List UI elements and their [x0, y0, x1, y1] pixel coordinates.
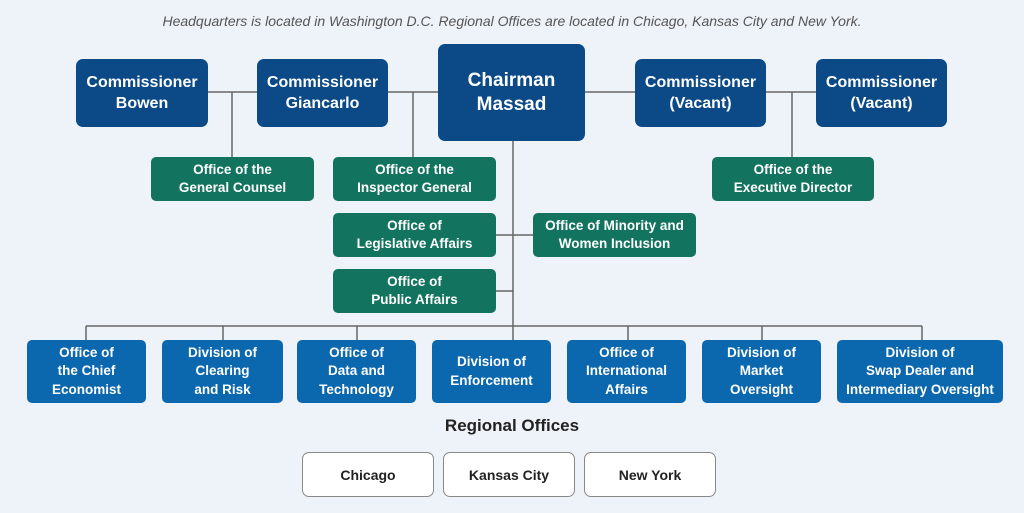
chairman-massad: Chairman Massad — [438, 44, 585, 141]
commissioner-vacant-2: Commissioner (Vacant) — [816, 59, 947, 127]
regional-offices-heading: Regional Offices — [444, 416, 580, 435]
division-data-technology: Office of Data and Technology — [297, 340, 416, 403]
division-market-oversight: Division of Market Oversight — [702, 340, 821, 403]
office-executive-director: Office of the Executive Director — [712, 157, 874, 201]
commissioner-giancarlo: Commissioner Giancarlo — [257, 59, 388, 127]
office-general-counsel: Office of the General Counsel — [151, 157, 314, 201]
commissioner-bowen: Commissioner Bowen — [76, 59, 208, 127]
office-inspector-general: Office of the Inspector General — [333, 157, 496, 201]
division-clearing-risk: Division of Clearing and Risk — [162, 340, 283, 403]
division-enforcement: Division of Enforcement — [432, 340, 551, 403]
regional-office-new-york: New York — [584, 452, 716, 497]
division-chief-economist: Office of the Chief Economist — [27, 340, 146, 403]
commissioner-vacant-1: Commissioner (Vacant) — [635, 59, 766, 127]
regional-office-kansas-city: Kansas City — [443, 452, 575, 497]
office-public-affairs: Office of Public Affairs — [333, 269, 496, 313]
headquarters-note: Headquarters is located in Washington D.… — [162, 13, 862, 29]
division-international-affairs: Office of International Affairs — [567, 340, 686, 403]
division-swap-dealer: Division of Swap Dealer and Intermediary… — [837, 340, 1003, 403]
office-minority-women-inclusion: Office of Minority and Women Inclusion — [533, 213, 696, 257]
office-legislative-affairs: Office of Legislative Affairs — [333, 213, 496, 257]
regional-office-chicago: Chicago — [302, 452, 434, 497]
